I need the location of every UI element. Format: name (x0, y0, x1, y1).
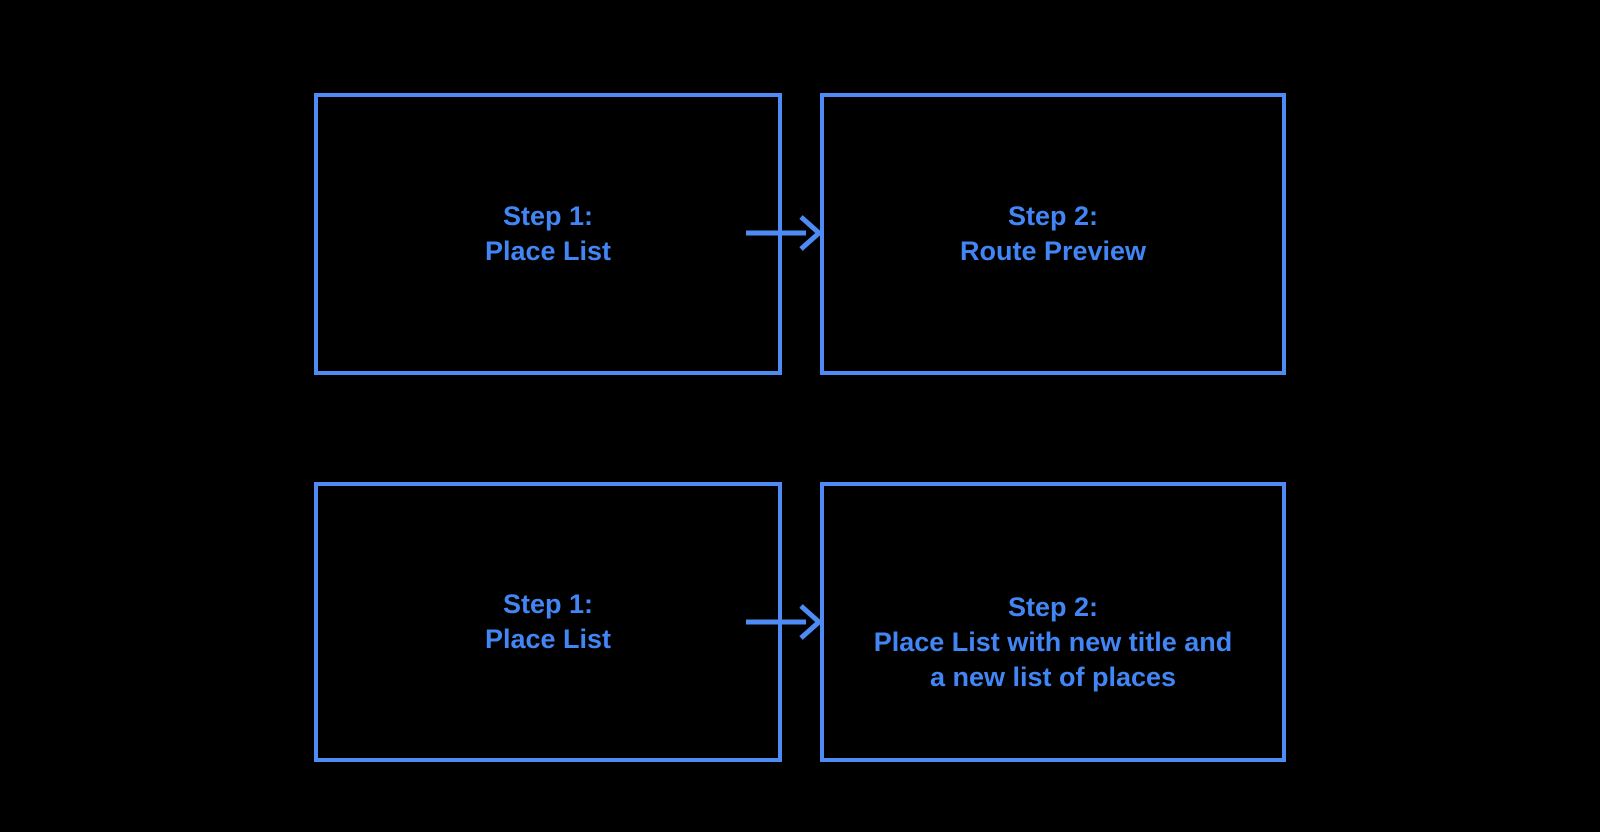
label-line: Place List with new title and (873, 626, 1233, 657)
label-line: Place List (484, 236, 612, 266)
flow1-step2-box: Step 2: Route Preview (820, 93, 1286, 375)
label-line: Step 2: (1007, 201, 1099, 231)
flow1-step1-box: Step 1: Place List (314, 93, 782, 375)
label-line: Route Preview (959, 236, 1147, 266)
flow2-step1-box: Step 1: Place List (314, 482, 782, 762)
right-arrow-icon (746, 215, 823, 251)
label-line: Step 1: (502, 201, 594, 231)
flow2-step2-box: Step 2: Place List with new title and a … (820, 482, 1286, 762)
right-arrow-icon (746, 604, 823, 640)
label-line: Step 2: (1007, 591, 1099, 622)
label-line: a new list of places (929, 661, 1177, 692)
label-line: Place List (484, 624, 612, 654)
flow2-step2-label: Step 2: Place List with new title and a … (824, 590, 1282, 695)
label-line: Step 1: (502, 589, 594, 619)
flow1-step1-label: Step 1: Place List (318, 199, 778, 269)
flow1-step2-label: Step 2: Route Preview (824, 199, 1282, 269)
flow2-step1-label: Step 1: Place List (318, 587, 778, 657)
